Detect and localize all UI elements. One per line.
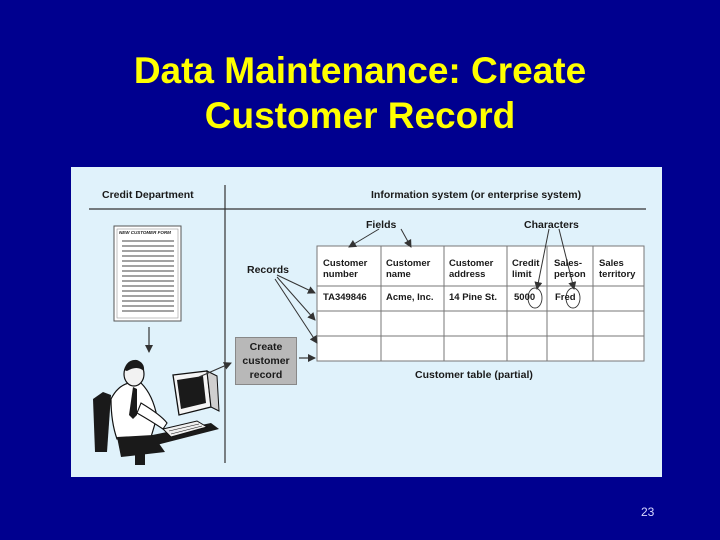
diagram-graphics (89, 185, 646, 465)
characters-label: Characters (524, 219, 579, 231)
page-number: 23 (641, 505, 655, 519)
create-record-line1: Create (249, 341, 283, 353)
table-cell-limit: 5000 (514, 292, 536, 303)
table-header-5: Sales-person (554, 258, 586, 280)
slide-title-line2: Customer Record (204, 95, 516, 136)
table-cell-address: 14 Pine St. (449, 292, 498, 303)
slide-title: Data Maintenance: Create Customer Record (0, 48, 720, 138)
table-cell-name: Acme, Inc. (386, 292, 434, 303)
records-arrow-1 (276, 274, 316, 294)
character-circle-person (565, 287, 581, 309)
fields-label: Fields (366, 219, 397, 231)
characters-arrow-left (534, 228, 550, 290)
fields-arrow-left (348, 228, 380, 248)
records-arrow-2 (276, 276, 316, 321)
create-record-line3: record (249, 369, 283, 381)
table-cell-number: TA349846 (323, 292, 367, 303)
create-customer-record-box: Create customer record (235, 337, 297, 385)
credit-department-label: Credit Department (102, 189, 194, 201)
form-title: NEW CUSTOMER FORM (119, 230, 171, 235)
create-record-line2: customer (242, 355, 290, 367)
characters-arrow-right (558, 228, 577, 290)
diagram-panel: Credit Department Information system (or… (71, 167, 662, 477)
fields-arrow-right (400, 228, 412, 248)
table-caption: Customer table (partial) (415, 369, 533, 381)
clerk-to-create-arrow (198, 362, 232, 378)
information-system-label: Information system (or enterprise system… (371, 189, 582, 201)
records-arrow-3 (274, 278, 318, 344)
records-label: Records (247, 264, 290, 276)
table-cell-salesperson: Fred (555, 292, 576, 303)
character-circle-limit (527, 287, 543, 309)
customer-table-grid (316, 245, 645, 362)
customer-form-icon (113, 225, 182, 322)
clerk-at-computer-icon (93, 359, 220, 465)
slide-title-line1: Data Maintenance: Create (133, 50, 587, 91)
